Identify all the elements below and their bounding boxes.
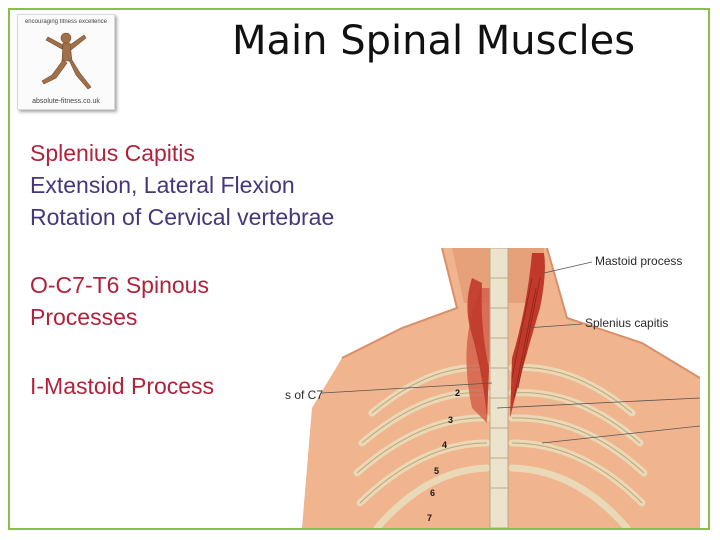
logo-domain: absolute-fitness.co.uk [32, 98, 100, 105]
logo-tagline: encouraging fitness excellence [24, 19, 108, 25]
brand-logo: encouraging fitness excellence absolute-… [17, 14, 115, 110]
rib-number: 2 [455, 388, 461, 398]
rib-number: 7 [427, 513, 433, 523]
action-line: Extension, Lateral Flexion [30, 172, 295, 198]
muscle-name: Splenius Capitis [30, 140, 195, 166]
label-splenius-capitis: Splenius capitis [585, 316, 669, 330]
muscle-origin: O-C7-T6 Spinous Processes [30, 269, 209, 333]
rib-number: 5 [434, 466, 440, 476]
running-figure-icon [41, 32, 92, 90]
origin-line: O-C7-T6 Spinous [30, 272, 209, 298]
back-muscles-diagram [302, 248, 700, 528]
rib-number: 4 [442, 440, 448, 450]
rib-number: 6 [430, 488, 436, 498]
muscle-insertion: I-Mastoid Process [30, 373, 215, 399]
anatomy-illustration: Mastoid process Splenius capitis s of C7… [282, 248, 700, 528]
label-c7: s of C7 [285, 388, 324, 402]
label-mastoid-process: Mastoid process [595, 254, 683, 268]
rib-number: 3 [448, 415, 454, 425]
muscle-action: Extension, Lateral Flexion Rotation of C… [30, 169, 334, 233]
slide-title: Main Spinal Muscles [232, 18, 636, 64]
origin-line: Processes [30, 304, 138, 330]
action-line: Rotation of Cervical vertebrae [30, 204, 335, 230]
